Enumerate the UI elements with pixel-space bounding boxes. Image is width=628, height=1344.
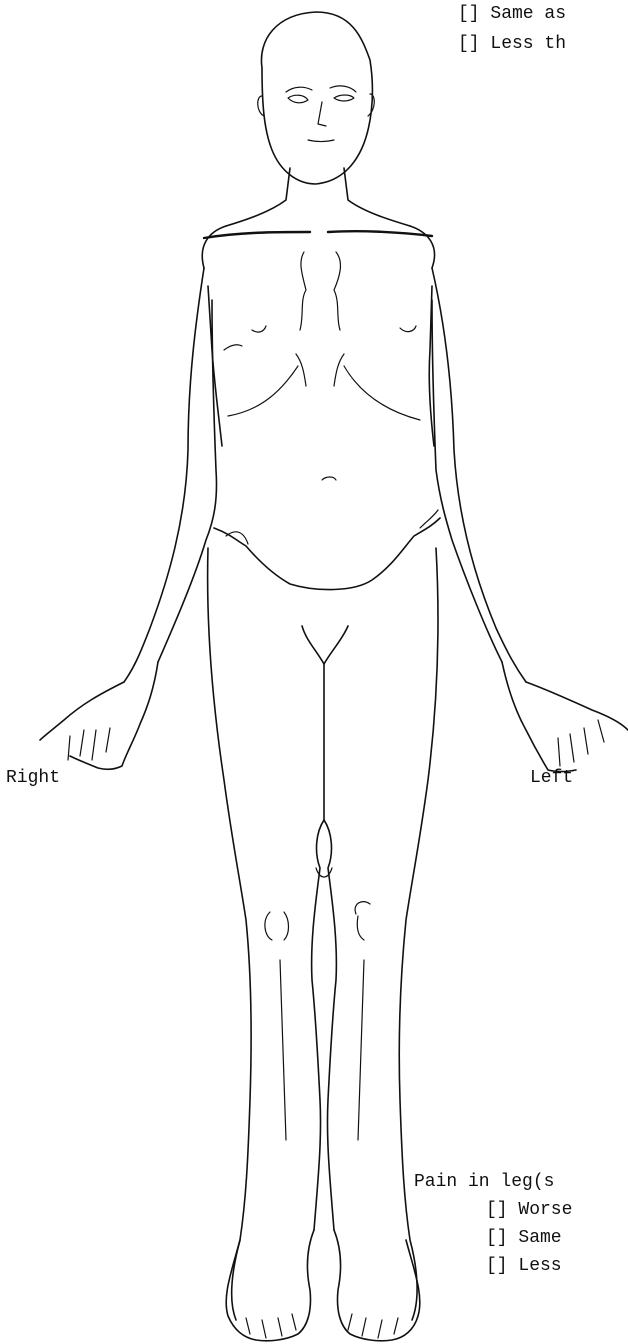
leg-pain-option-same[interactable]: [] Same [486, 1228, 562, 1248]
leg-pain-option-worse[interactable]: [] Worse [486, 1200, 572, 1220]
side-label-right: Right [6, 768, 60, 788]
leg-pain-option-less[interactable]: [] Less [486, 1256, 562, 1276]
leg-pain-question: Pain in leg(s [414, 1172, 554, 1192]
head-outline [261, 12, 372, 184]
side-label-left: Left [530, 768, 573, 788]
